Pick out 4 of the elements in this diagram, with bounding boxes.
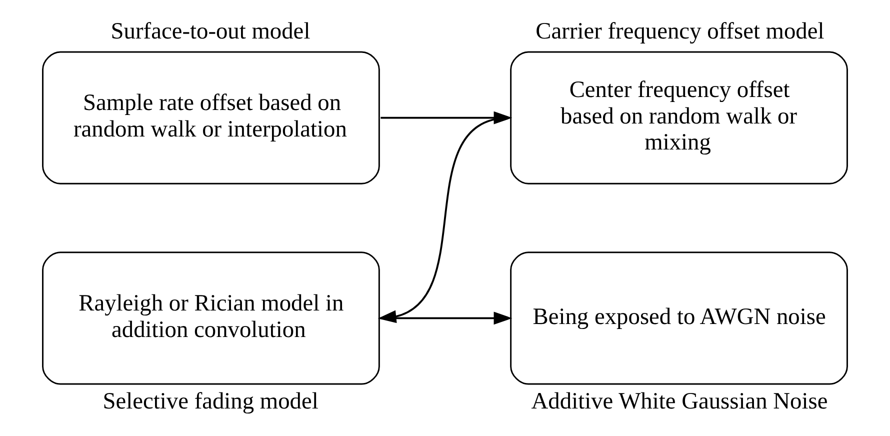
- node-label: Carrier frequency offset model: [536, 18, 824, 45]
- node-label: Additive White Gaussian Noise: [531, 388, 828, 415]
- node-label: Surface-to-out model: [110, 18, 310, 45]
- node-label: Selective fading model: [102, 388, 318, 415]
